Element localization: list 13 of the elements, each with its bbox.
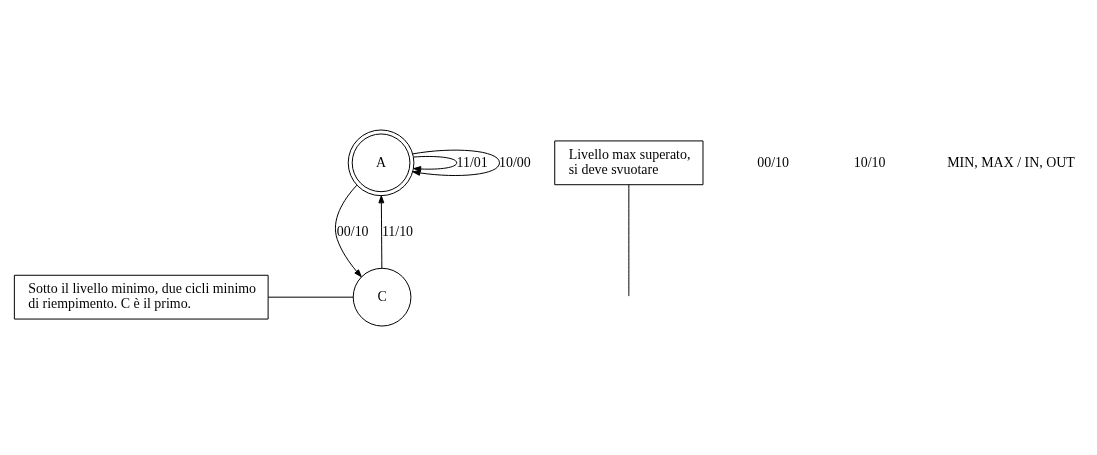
label: 00/10 (757, 154, 790, 169)
label: MIN, MAX / IN, OUT (947, 154, 1075, 169)
edge-label: 10/00 (499, 154, 531, 169)
arrow (378, 194, 385, 268)
edge-label: 11/10 (381, 223, 414, 239)
edge-label: 00/10 (336, 223, 369, 239)
connector (267, 296, 354, 298)
arrow (334, 184, 362, 277)
edge-label: 11/01 (456, 154, 488, 169)
node-box: Livello max superato, si deve svuotare (554, 139, 704, 185)
label: 10/10 (853, 154, 886, 169)
node-box: Sotto il livello minimo, due cicli minimo di riempimento. C è il primo. (13, 274, 269, 320)
connector (628, 183, 630, 297)
